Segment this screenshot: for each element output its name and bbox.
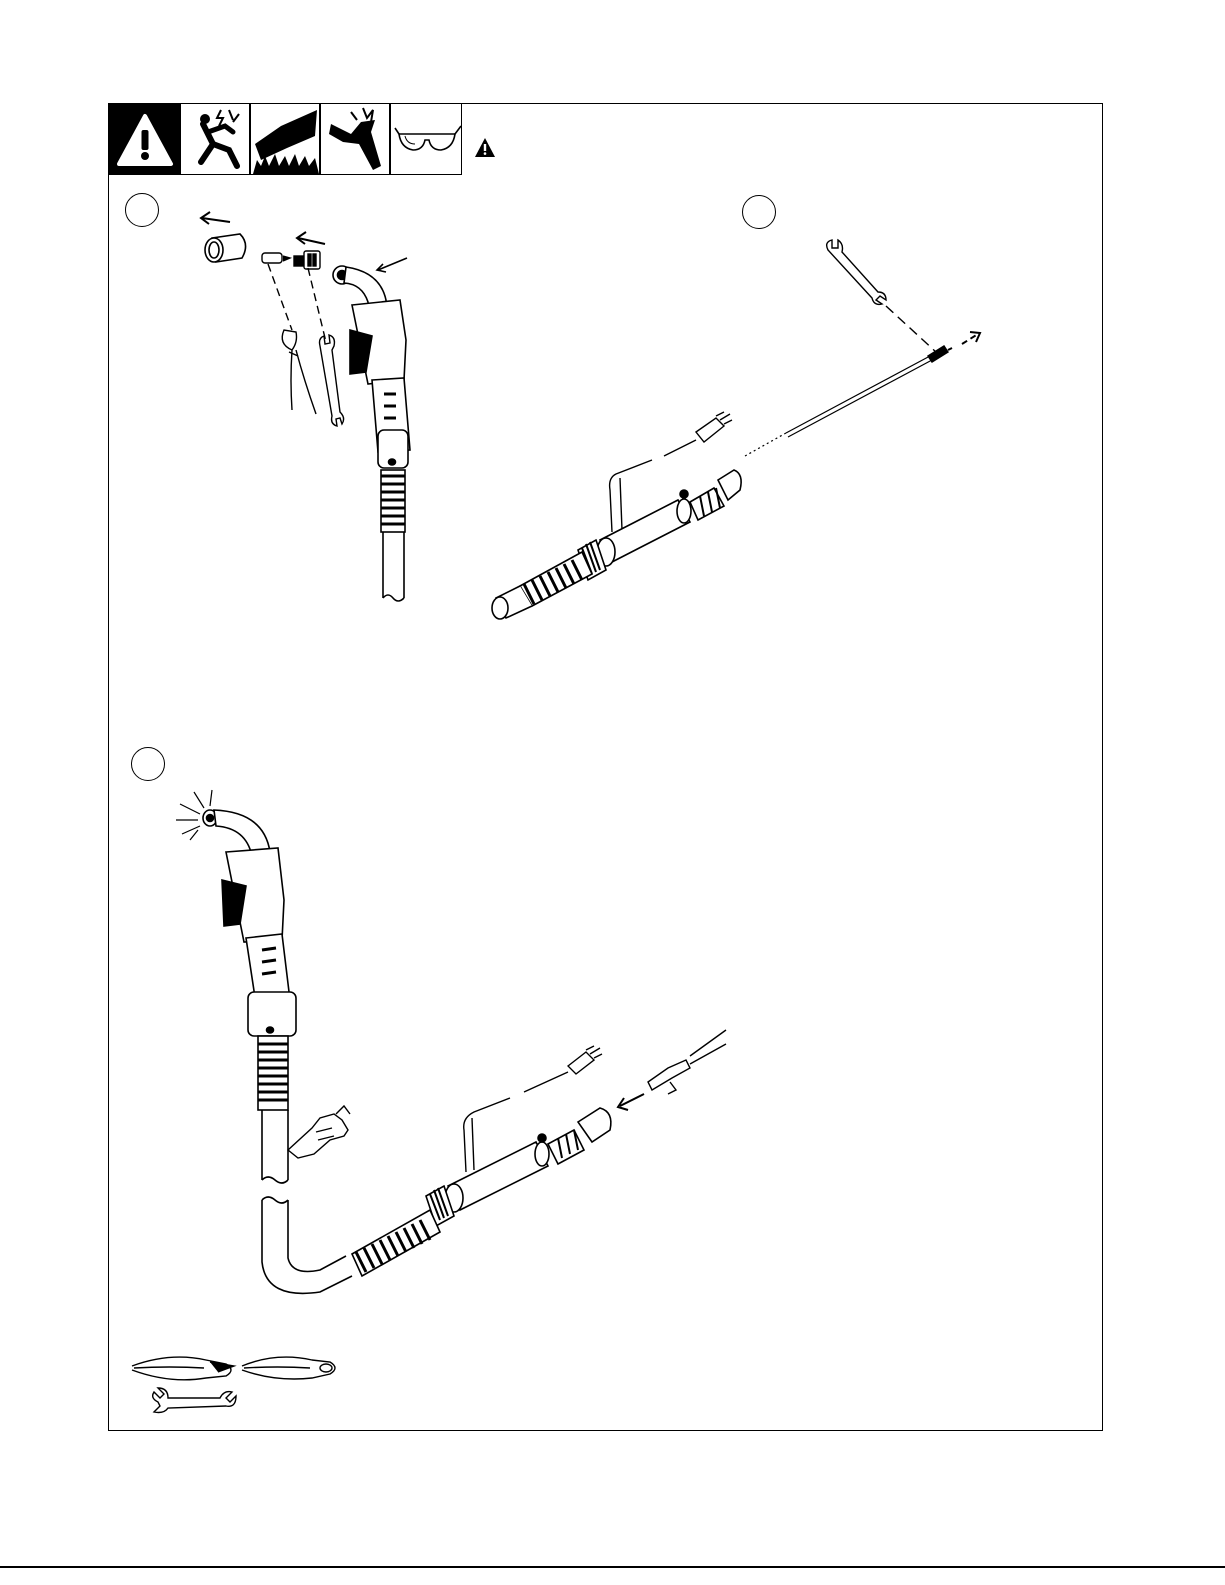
wrench-legend-icon: [153, 1388, 236, 1413]
pliers-legend-icon: [242, 1357, 335, 1379]
page-bottom-rule: [0, 1566, 1225, 1568]
diagonal-cutter-icon: [132, 1357, 234, 1380]
